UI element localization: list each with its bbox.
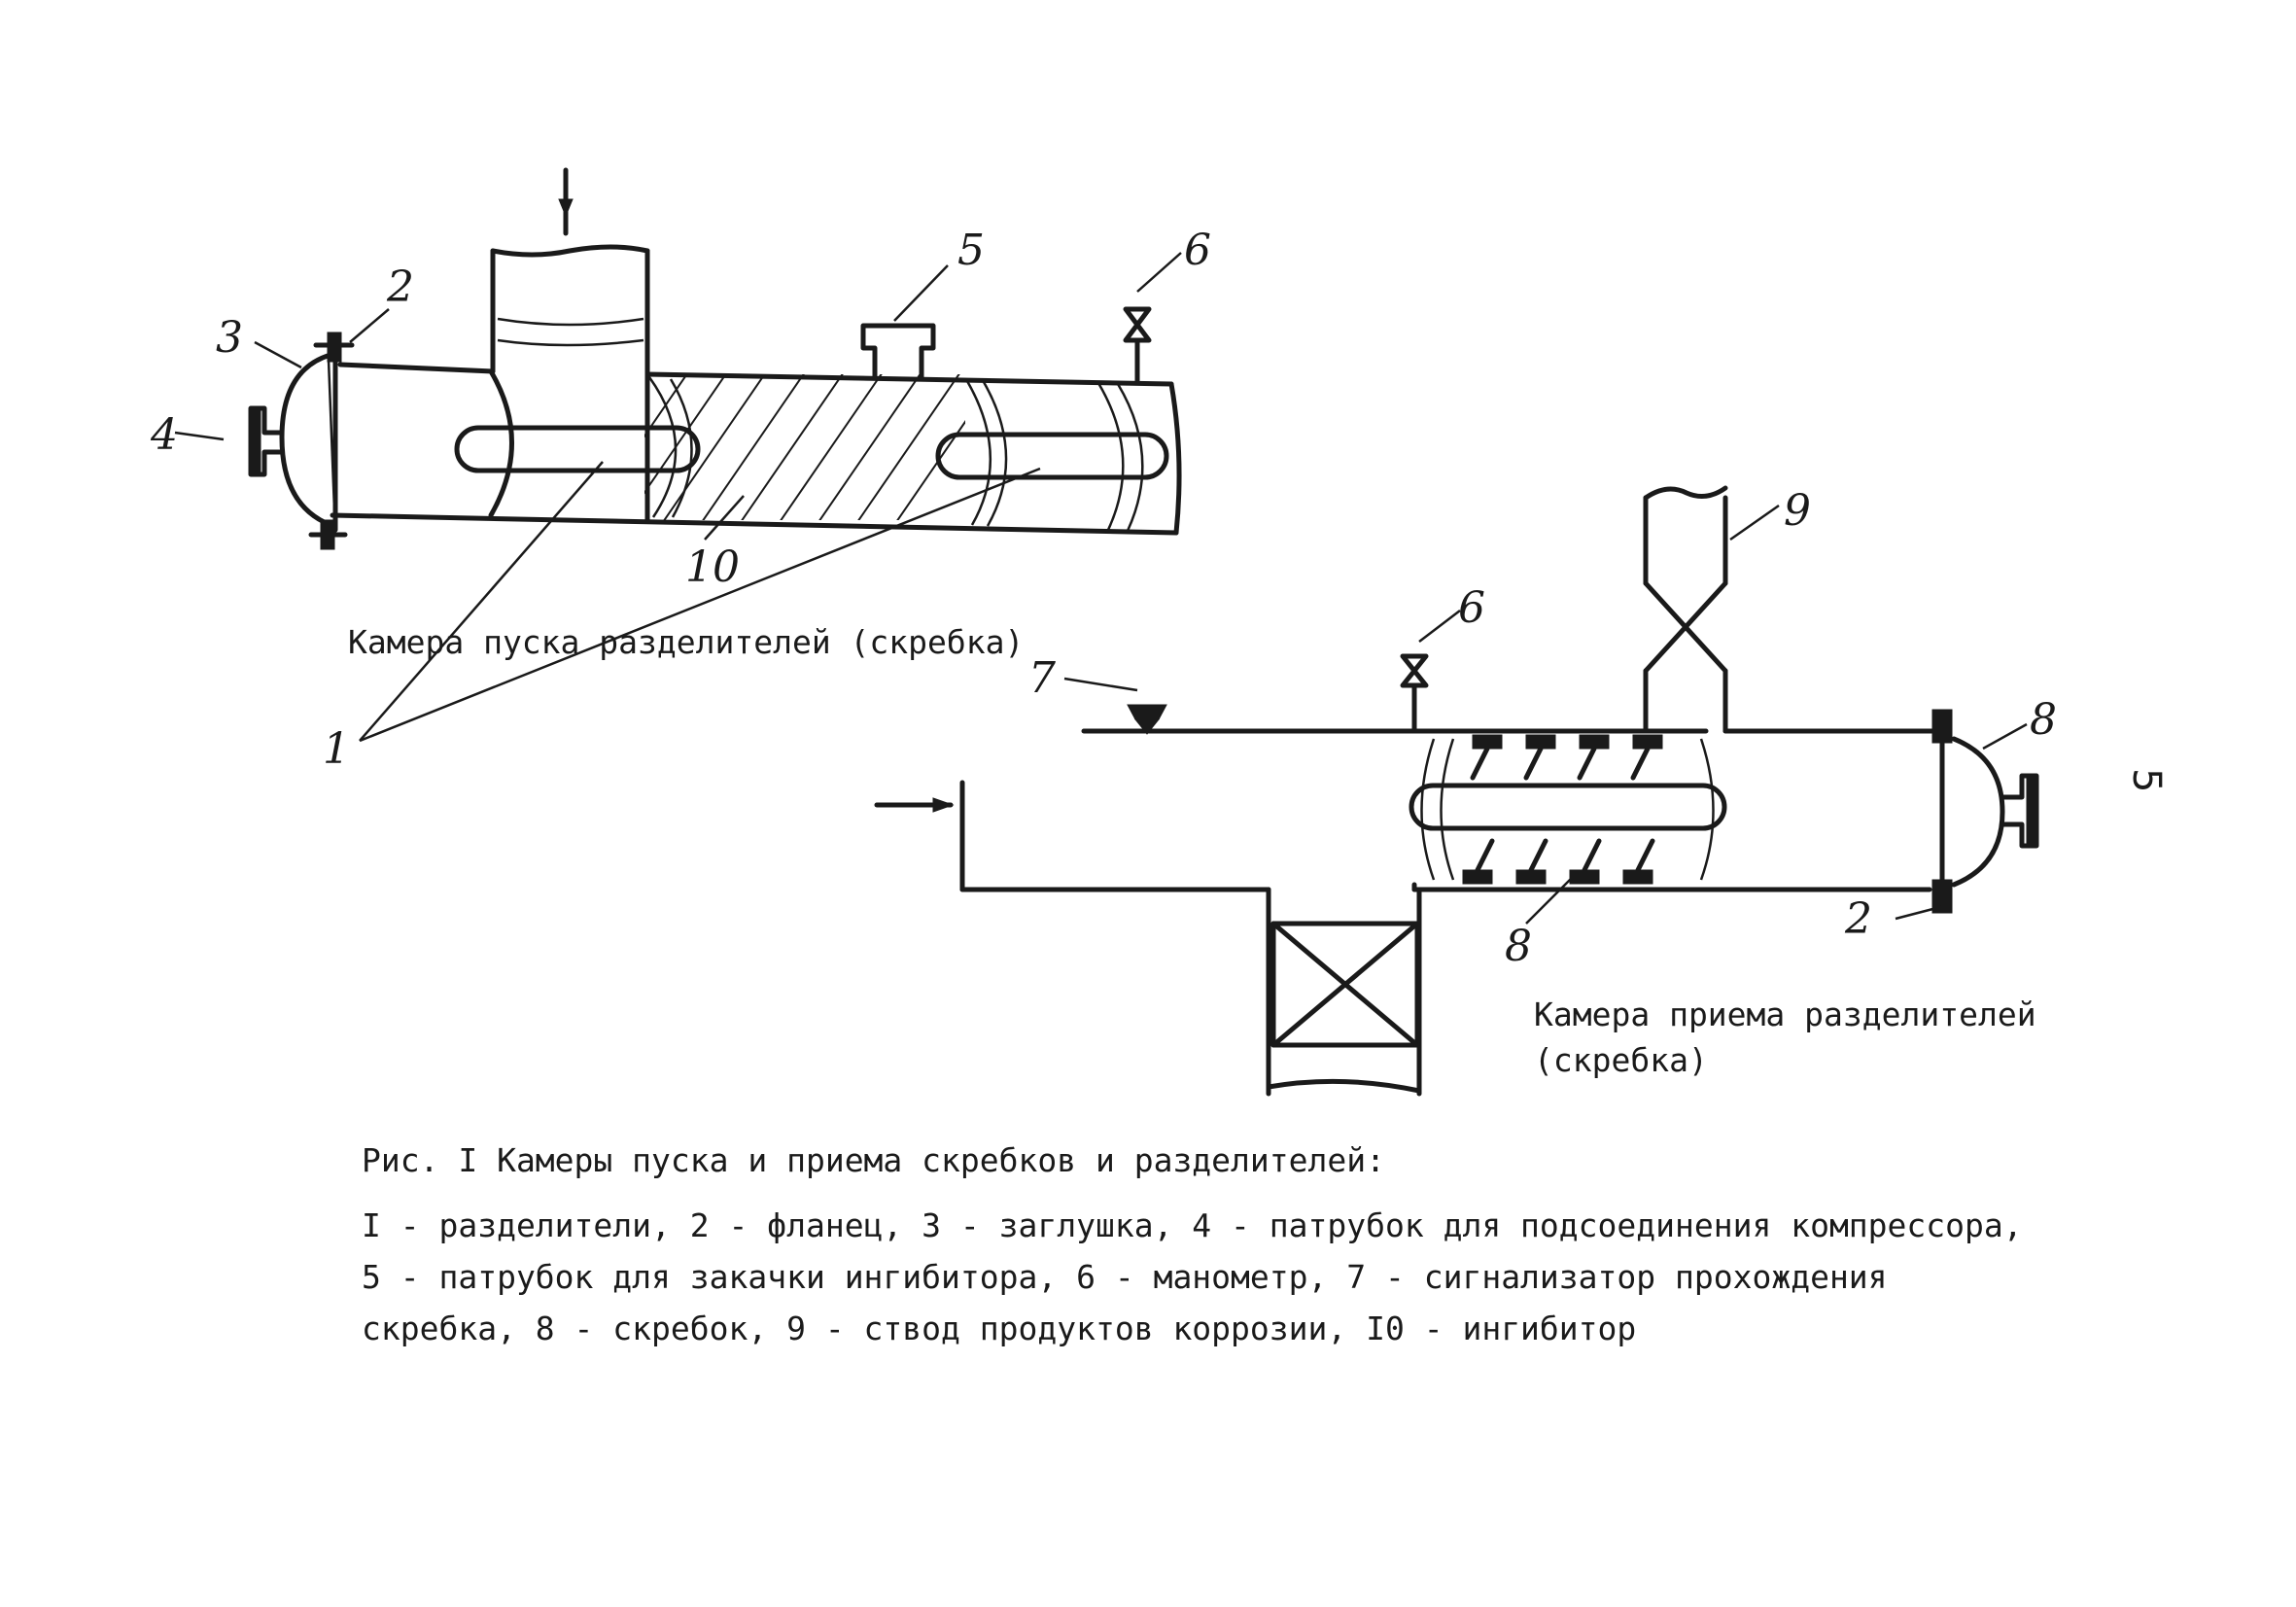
scraper	[1409, 734, 1727, 885]
label-4: 4	[150, 410, 178, 460]
scraper-brushes-bottom	[1462, 838, 1655, 885]
leader-lines	[174, 252, 2028, 925]
separator-right	[935, 432, 1169, 480]
passage-signaller	[1127, 704, 1167, 735]
label-7: 7	[1028, 653, 1056, 703]
receive-end-cap	[1931, 709, 2039, 914]
receive-nozzle	[2000, 773, 2039, 849]
separator-left	[454, 425, 701, 473]
figure-caption: Рис. I Камеры пуска и приема скребков и …	[362, 1141, 2023, 1347]
scraper-brushes-top	[1470, 734, 1663, 781]
label-6-top: 6	[1184, 226, 1211, 275]
vertical-inlet-pipe	[490, 244, 650, 523]
corrosion-outlet	[1643, 485, 1728, 734]
caption-line3: скребка, 8 - скребок, 9 - ствод продукто…	[362, 1310, 1636, 1347]
part-numbers: 3 4 2 5 6 10 1 6 7 9 8 2 8	[150, 226, 2057, 971]
flow-arrow	[874, 797, 955, 813]
end-cap	[279, 352, 338, 533]
flange-top	[313, 332, 355, 363]
receive-chamber-label-line1: Камера приема разделителей	[1534, 996, 2036, 1033]
receive-flange-bottom	[1931, 879, 1953, 914]
label-2-right: 2	[1844, 894, 1872, 944]
caption-title: Рис. I Камеры пуска и приема скребков и …	[362, 1141, 1385, 1179]
receive-chamber	[874, 485, 2039, 1097]
lower-gate-valve	[1266, 921, 1422, 1094]
label-6-bottom: 6	[1458, 583, 1485, 633]
receive-chamber-label-line2: (скребка)	[1534, 1041, 1708, 1079]
main-line	[1081, 728, 1942, 892]
caption-line1: I - разделители, 2 - фланец, 3 - заглушк…	[362, 1206, 2023, 1244]
label-8-bottom: 8	[1505, 922, 1532, 971]
separator-disks	[488, 368, 1144, 532]
launch-barrel	[330, 362, 1182, 536]
label-10: 10	[685, 542, 740, 592]
chamber-labels: Камера пуска разделителей (скребка) Каме…	[348, 623, 2036, 1079]
inhibitor-nozzle	[860, 323, 936, 382]
launch-chamber	[248, 167, 1182, 550]
label-2-top: 2	[386, 262, 414, 312]
label-3: 3	[216, 313, 243, 363]
flange-bottom	[308, 519, 348, 550]
label-9: 9	[1784, 486, 1811, 536]
page-number: 5	[2124, 768, 2169, 792]
inhibitor-zone	[644, 374, 965, 520]
receive-flange-top	[1931, 709, 1953, 744]
label-8-right: 8	[2030, 695, 2057, 745]
manometer-valve-bottom	[1400, 653, 1429, 734]
launch-chamber-label: Камера пуска разделителей (скребка)	[348, 623, 1024, 661]
compressor-nozzle	[248, 405, 285, 477]
label-1: 1	[323, 724, 350, 774]
label-5: 5	[957, 226, 985, 275]
caption-line2: 5 - патрубок для закачки ингибитора, 6 -…	[362, 1258, 1888, 1296]
inlet-arrow	[558, 167, 574, 236]
manometer-valve-top	[1123, 306, 1152, 385]
